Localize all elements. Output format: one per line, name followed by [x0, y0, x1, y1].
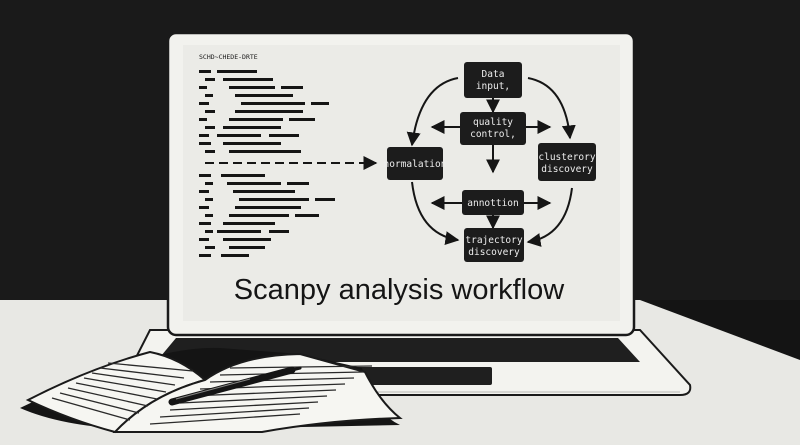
code-line: [199, 118, 207, 121]
code-line: [239, 198, 309, 201]
code-line: [199, 70, 211, 73]
code-line: [233, 190, 295, 193]
node-qc-line1: quality: [473, 117, 513, 128]
ruled-line-right: [149, 413, 301, 425]
ruled-line-left: [67, 387, 149, 407]
node-data-input-line1: Data: [482, 69, 505, 80]
code-line: [229, 86, 275, 89]
code-line: [217, 134, 261, 137]
ruled-line-left: [59, 392, 140, 414]
laptop-shadow: [640, 300, 800, 360]
ruled-line-left: [107, 362, 194, 372]
node-data-input-line2: input,: [476, 81, 510, 92]
code-line: [199, 222, 211, 225]
code-line: [199, 86, 207, 89]
code-line: [199, 174, 211, 177]
code-line: [217, 70, 257, 73]
code-block: [199, 70, 335, 257]
code-line: [205, 78, 215, 81]
code-line: [223, 78, 273, 81]
code-line: [229, 118, 283, 121]
code-line: [223, 126, 281, 129]
node-trajectory: trajectory discovery: [464, 228, 524, 262]
code-line: [223, 238, 271, 241]
code-header-text: SCHD~CHEDE-DRTE: [199, 53, 258, 61]
node-clustering-line1: clusterory: [538, 152, 595, 163]
arrow-curve-top-right: [527, 77, 576, 140]
arrow-curve-bottom-left: [411, 181, 460, 246]
code-line: [205, 126, 215, 129]
code-line: [205, 230, 213, 233]
node-data-input: Data input,: [464, 62, 522, 98]
node-trajectory-line1: trajectory: [465, 235, 522, 246]
ruled-line-right: [159, 407, 310, 418]
ruled-line-right: [209, 377, 355, 383]
code-line: [269, 230, 289, 233]
code-line: [295, 214, 319, 217]
workflow-arrows: [406, 77, 576, 247]
ruled-line-left: [75, 382, 158, 400]
code-line: [223, 222, 275, 225]
code-line: [227, 182, 281, 185]
ruled-line-left: [99, 367, 185, 379]
code-line: [235, 110, 303, 113]
node-normalization-label: normalation: [384, 159, 447, 170]
code-line: [235, 94, 293, 97]
code-line: [287, 182, 309, 185]
code-line: [289, 118, 315, 121]
code-line: [223, 142, 281, 145]
code-line: [199, 254, 211, 257]
ruled-line-right: [189, 389, 337, 397]
code-line: [199, 102, 209, 105]
code-line: [221, 174, 265, 177]
code-line: [269, 134, 299, 137]
code-line: [281, 86, 303, 89]
code-line: [315, 198, 335, 201]
ruled-line-left: [91, 372, 176, 386]
node-normalization: normalation: [384, 147, 447, 180]
pen: [168, 366, 302, 406]
code-line: [221, 254, 249, 257]
code-line: [205, 94, 213, 97]
code-line: [199, 206, 209, 209]
code-line: [229, 246, 265, 249]
code-line: [199, 142, 211, 145]
node-trajectory-line2: discovery: [468, 247, 520, 258]
code-line: [205, 182, 213, 185]
node-annotation-label: annottion: [467, 198, 518, 209]
code-line: [199, 238, 209, 241]
code-line: [205, 110, 215, 113]
code-line: [205, 214, 213, 217]
ruled-line-left: [83, 377, 167, 393]
code-line: [205, 198, 213, 201]
code-line: [235, 206, 301, 209]
node-qc-line2: control,: [470, 129, 516, 140]
code-line: [229, 150, 301, 153]
node-quality-control: quality control,: [460, 112, 526, 145]
ruled-line-left: [51, 397, 131, 421]
ruled-line-right: [169, 401, 319, 411]
code-line: [199, 134, 209, 137]
workflow-title: Scanpy analysis workflow: [234, 274, 565, 306]
node-annotation: annottion: [462, 190, 524, 215]
arrow-curve-bottom-right: [526, 187, 573, 247]
arrow-curve-top-left: [406, 77, 459, 147]
code-line: [217, 230, 261, 233]
code-line: [205, 246, 215, 249]
code-line: [205, 150, 215, 153]
code-line: [229, 214, 289, 217]
code-line: [241, 102, 305, 105]
code-line: [311, 102, 329, 105]
code-line: [199, 190, 209, 193]
ruled-line-right: [179, 395, 328, 404]
node-clustering-line2: discovery: [541, 164, 593, 175]
node-clustering: clusterory discovery: [538, 143, 596, 181]
